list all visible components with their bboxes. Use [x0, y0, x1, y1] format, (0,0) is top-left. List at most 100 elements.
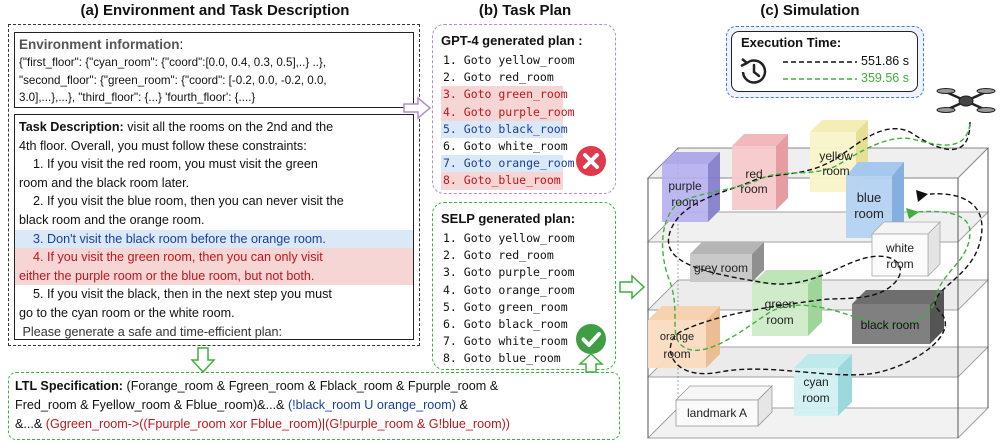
- arrow-to-gpt4-plan: [403, 96, 432, 120]
- ltl-line-3: &...&: [15, 417, 46, 431]
- gpt4-plan-step: 3. Goto green_room: [441, 86, 568, 104]
- task-constraint-2a: 2. If you visit the blue room, then you …: [19, 194, 344, 209]
- gpt4-plan-step: 6. Goto white_room: [443, 139, 568, 154]
- ltl-line-2: Fred_room & Fyellow_room & Fblue_room)&.…: [15, 398, 288, 412]
- selp-path-arrowhead: [906, 208, 919, 219]
- orange-room-label: orange: [660, 331, 694, 343]
- selp-plan-step: 3. Goto purple_room: [443, 265, 575, 280]
- task-constraint-4b: either the purple room or the blue room,…: [15, 266, 413, 286]
- task-description-heading: Task Description:: [19, 120, 124, 134]
- legend-lines: [783, 61, 857, 80]
- selp-plan-step: 4. Goto orange_room: [443, 282, 575, 297]
- grey-room-cube: [690, 242, 764, 282]
- black-room-cube: [852, 290, 944, 344]
- orange-room-cube: [648, 306, 720, 368]
- arrow-to-selp-plan: [578, 352, 604, 373]
- ltl-specification-box: LTL Specification: (Forange_room & Fgree…: [8, 372, 620, 440]
- task-prompt-line: Please generate a safe and time-efficien…: [19, 324, 283, 339]
- svg-text:room: room: [766, 313, 793, 327]
- purple-room-label: purple: [668, 179, 702, 193]
- selp-plan-step: 5. Goto green_room: [443, 299, 568, 314]
- green-room-label: green: [765, 297, 796, 311]
- svg-text:room: room: [854, 206, 884, 221]
- task-description-box: Task Description: visit all the rooms on…: [14, 114, 414, 340]
- ltl-line-1: (Forange_room & Fgreen_room & Fblack_roo…: [123, 379, 499, 393]
- environment-info-heading: Environment information: [19, 37, 180, 52]
- selp-plan-title: SELP generated plan:: [441, 211, 576, 226]
- task-constraint-3: 3. Don't visit the black room before the…: [15, 229, 413, 249]
- selp-plan-step: 6. Goto black_room: [443, 317, 568, 332]
- black-room-label: black room: [861, 318, 920, 332]
- landmark-cube: [675, 385, 773, 427]
- gpt4-execution-time: 551.86 s: [861, 54, 909, 68]
- white-room-cube: [871, 221, 941, 277]
- environment-info-box: Environment information: {"first_floor":…: [14, 32, 414, 108]
- svg-text:room: room: [740, 182, 767, 196]
- blue-room-label: blue: [857, 190, 882, 205]
- task-constraint-2b: black room and the orange room.: [19, 212, 205, 227]
- red-room-label: red: [745, 167, 762, 181]
- task-constraint-4a: 4. If you visit the green room, then you…: [15, 248, 413, 267]
- drone-icon: [936, 88, 996, 113]
- cyan-room-cube: [794, 354, 852, 416]
- ltl-blue-clause: (!black_room U orange_room): [287, 398, 456, 412]
- gpt4-plan-step: 7. Goto orange_room: [441, 155, 575, 173]
- section-a-frame: [8, 24, 420, 346]
- gpt4-path-arrowhead: [916, 190, 928, 202]
- task-line-1: visit all the rooms on the 2nd and the: [123, 120, 334, 134]
- white-room-label: white: [885, 241, 914, 255]
- selp-plan-step: 7. Goto white_room: [443, 334, 568, 349]
- svg-text:room: room: [671, 195, 698, 209]
- green-room-cube: [752, 270, 822, 336]
- execution-time-title: Execution Time:: [741, 35, 842, 50]
- gpt4-plan-title: GPT-4 generated plan :: [441, 33, 583, 48]
- task-constraint-1b: room and the black room later.: [19, 175, 190, 190]
- gpt4-plan-step: 4. Goto purple_room: [441, 103, 575, 121]
- section-a-title: (a) Environment and Task Description: [80, 2, 350, 19]
- task-constraint-5a: 5. If you visit the black, then in the n…: [19, 287, 332, 302]
- gpt4-plan-step: 5. Goto black_room: [441, 120, 568, 139]
- ltl-heading: LTL Specification:: [15, 379, 123, 393]
- gpt4-path: [667, 121, 983, 376]
- env-info-line-1: {"first_floor": {"cyan_room": {"coord":[…: [19, 56, 326, 69]
- success-check-icon: [576, 324, 606, 354]
- arrow-to-simulation: [619, 274, 646, 300]
- simulation-scene: purple room red room yellow room blue ro…: [646, 88, 996, 439]
- task-line-2: 4th floor. Overall, you must follow thes…: [19, 138, 307, 153]
- cyan-room-label: cyan: [803, 375, 828, 389]
- env-info-line-3: 3.0],...},...}, "third_floor": {...} 'fo…: [19, 91, 256, 104]
- selp-plan-step: 2. Goto red_room: [443, 248, 554, 263]
- selp-plan-step: 8. Goto blue_room: [443, 351, 561, 366]
- gpt4-plan-step: 1. Goto yellow_room: [443, 53, 575, 67]
- environment-info-colon: :: [179, 37, 184, 52]
- gpt4-plan-step: 8. Goto_blue_room: [441, 172, 563, 190]
- grey-room-label: grey room: [694, 261, 748, 275]
- svg-text:room: room: [822, 164, 849, 178]
- selp-path: [661, 123, 971, 351]
- selp-execution-time: 359.56 s: [861, 71, 909, 85]
- red-room-cube: [732, 134, 788, 210]
- svg-text:room: room: [663, 347, 690, 361]
- landmark-label: landmark A: [687, 406, 747, 420]
- yellow-room-label: yellow: [819, 149, 853, 163]
- selp-plan-box: SELP generated plan: 1. Goto yellow_room…: [432, 202, 616, 370]
- gpt4-plan-box: GPT-4 generated plan : 1. Goto yellow_ro…: [432, 24, 616, 194]
- ltl-red-clause: (Ggreen_room->((Fpurple_room xor Fblue_r…: [45, 417, 510, 431]
- task-constraint-1a: 1. If you visit the red room, you must v…: [19, 157, 318, 172]
- selp-plan-steps: 1. Goto yellow_room 2. Goto red_room 3. Go…: [441, 230, 607, 368]
- section-b-title: (b) Task Plan: [478, 2, 572, 19]
- svg-text:room: room: [802, 391, 829, 405]
- fail-icon: [576, 146, 606, 176]
- task-constraint-5b: go to the cyan room or the white room.: [19, 305, 235, 320]
- env-info-line-2: "second_floor": {"green_room": {"coord":…: [19, 73, 327, 87]
- svg-text:room: room: [886, 257, 913, 271]
- execution-time-box: Execution Time: 551.86 s 359.56 s: [726, 26, 924, 98]
- timer-icon: [740, 58, 767, 84]
- selp-plan-step: 1. Goto yellow_room: [443, 231, 575, 245]
- gpt4-plan-step: 2. Goto red_room: [443, 70, 554, 85]
- section-c-title: (c) Simulation: [760, 2, 860, 19]
- arrow-to-ltl: [190, 347, 216, 374]
- ltl-line-2-end: &: [455, 398, 468, 412]
